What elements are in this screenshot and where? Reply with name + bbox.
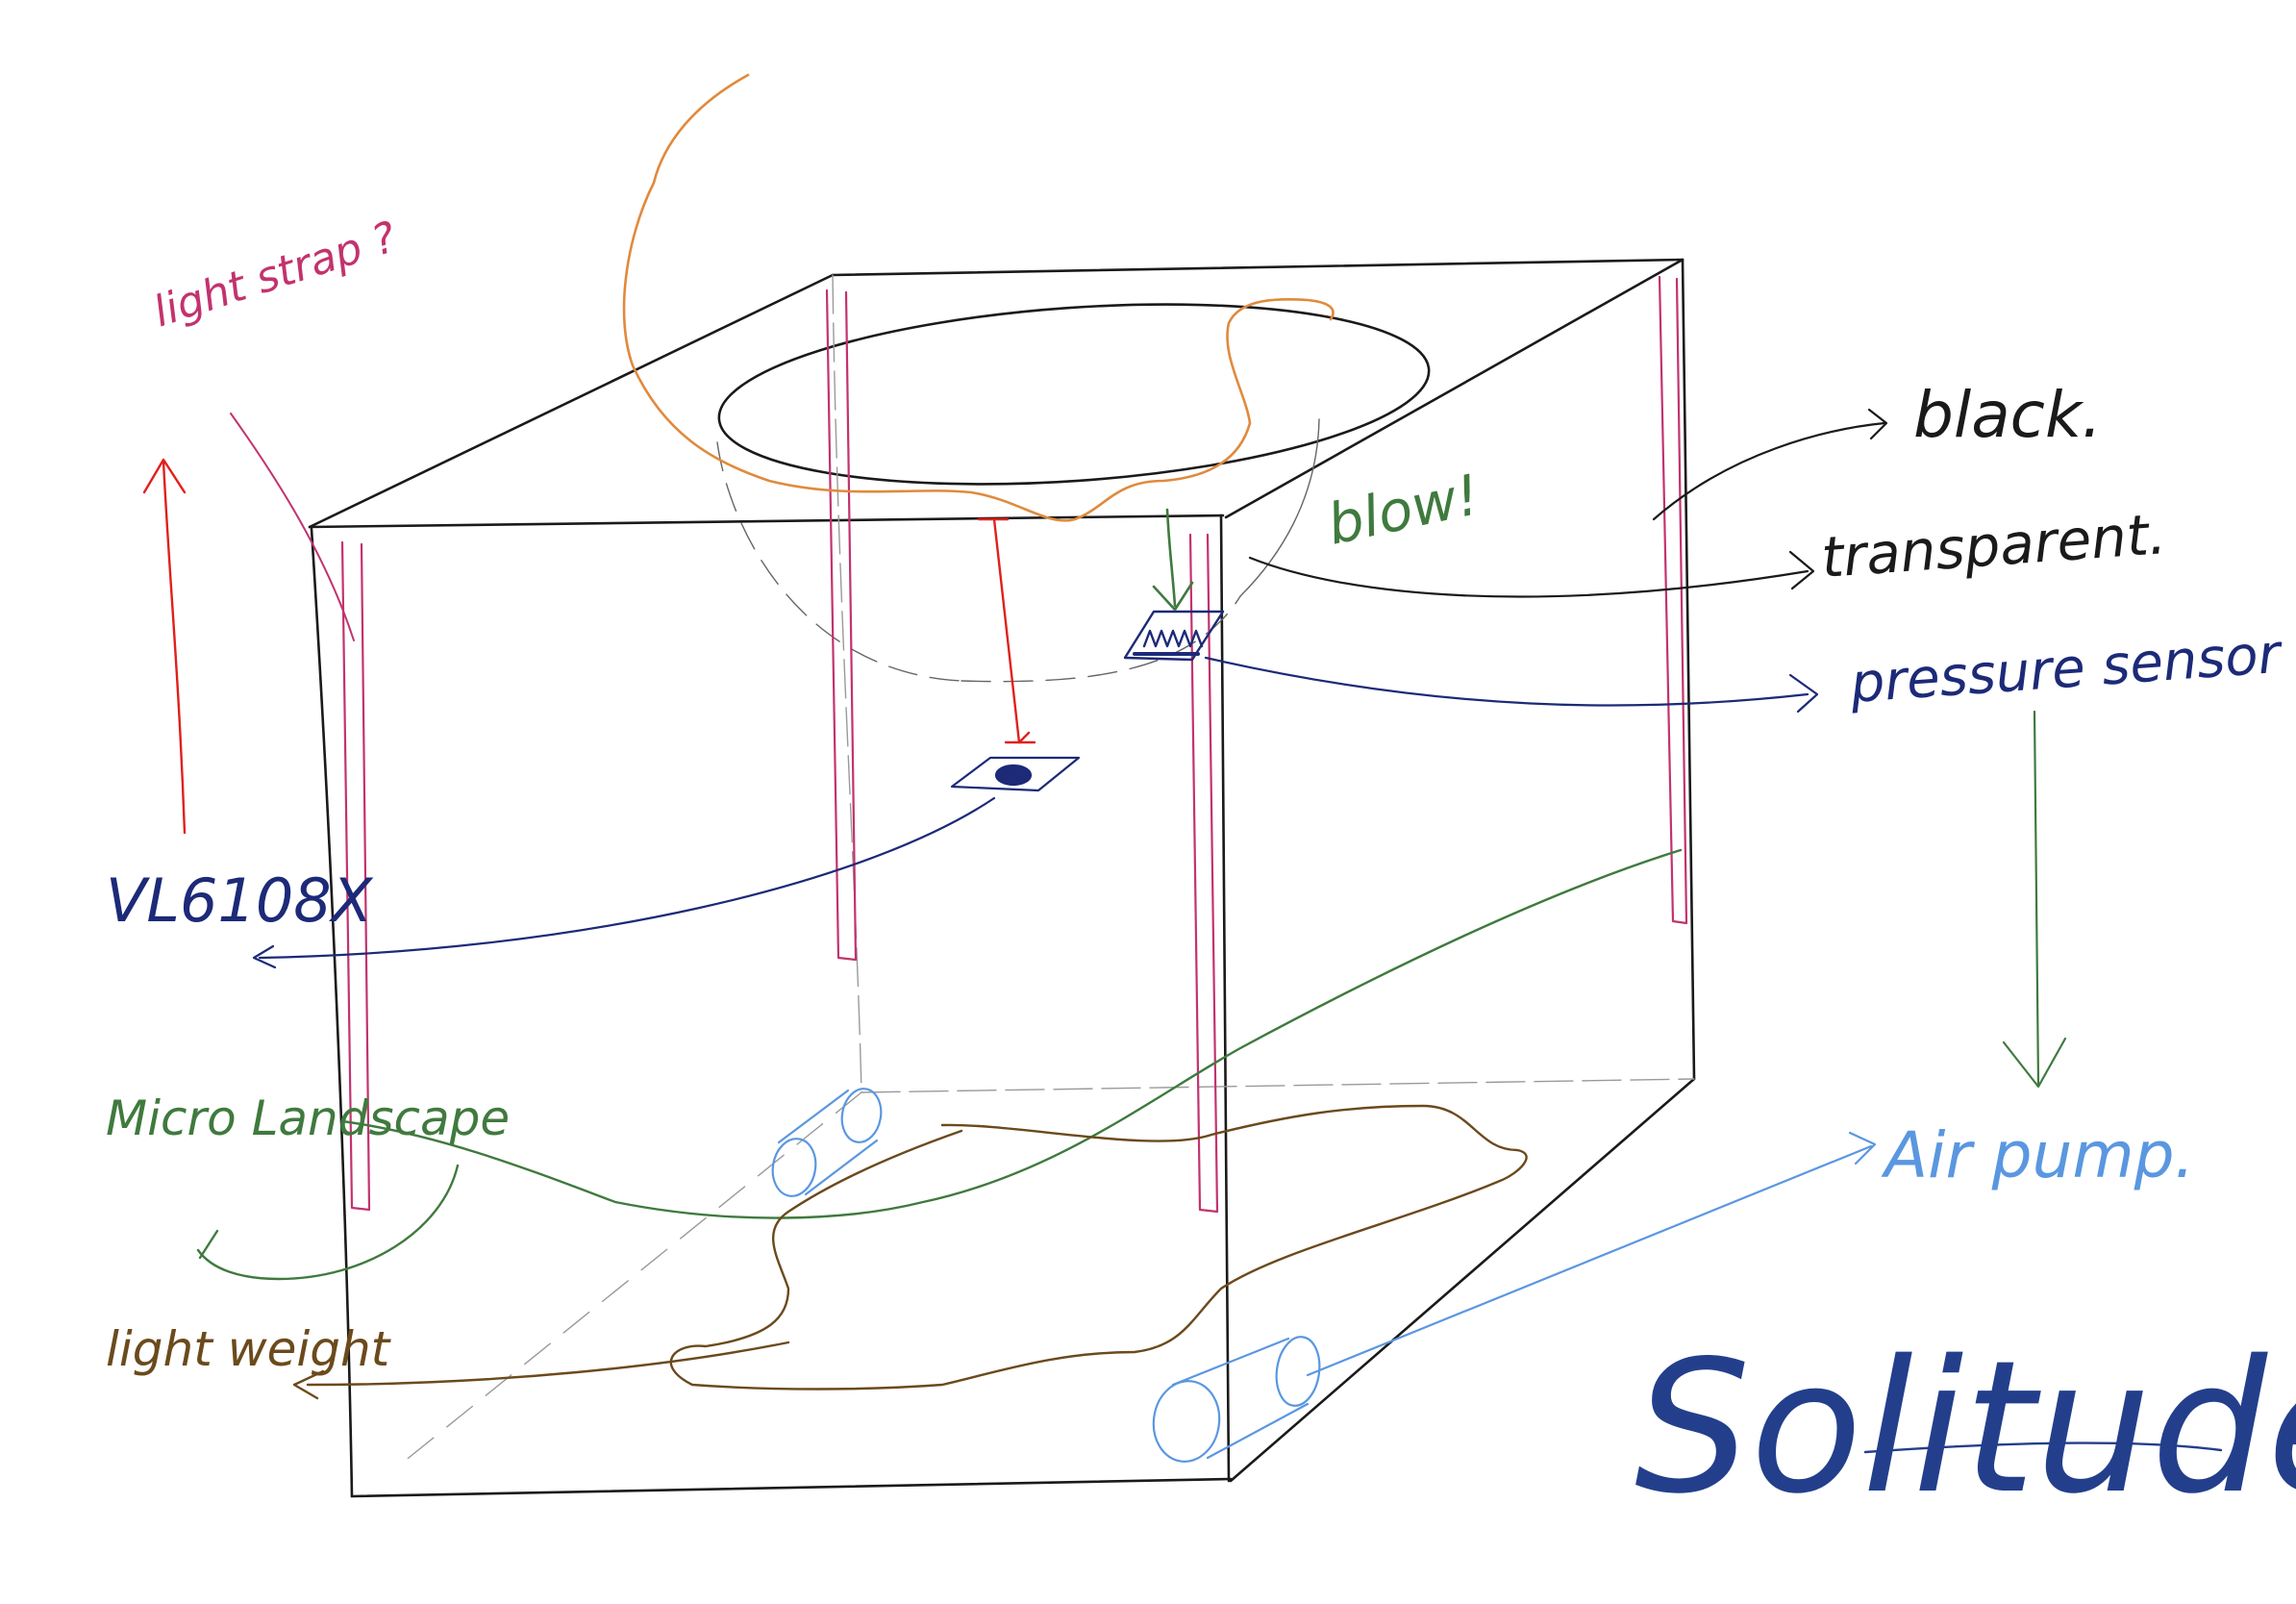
vl6108x-leader xyxy=(252,796,996,969)
cube-outline xyxy=(308,258,1696,1498)
transparent-label: transparent. xyxy=(1819,501,2168,590)
pressure-sensor-leader xyxy=(1204,656,1819,714)
black-leader xyxy=(1652,408,1888,521)
light-strap-label: light strap ? xyxy=(148,213,403,337)
pressure-sensor-chip xyxy=(1123,610,1225,662)
orange-sketch-loop xyxy=(622,73,1335,522)
light-straps xyxy=(230,275,1688,1214)
pressure-sensor-label: pressure sensor xyxy=(1847,623,2284,715)
air-pump-front xyxy=(1152,1131,1877,1463)
distance-beam xyxy=(977,517,1036,744)
sensor-to-pump-arrow xyxy=(2002,710,2067,1089)
transparent-leader xyxy=(1248,550,1815,598)
solitude-underline-stroke xyxy=(1863,1441,2223,1454)
air-pump-label: Air pump. xyxy=(1881,1118,2195,1192)
black-label: black. xyxy=(1913,378,2102,452)
micro-landscape-label: Micro Landscape xyxy=(106,1090,510,1146)
cube-hidden-edges xyxy=(403,274,1695,1463)
blow-label: blow! xyxy=(1322,462,1485,558)
vl6108x-label: VL6108X xyxy=(106,865,374,936)
solitude-title: Solitude xyxy=(1635,1321,2296,1534)
red-up-arrow xyxy=(142,458,187,835)
micro-landscape-line xyxy=(196,848,1683,1281)
air-pump-back xyxy=(771,1088,883,1197)
blow-arrow xyxy=(1152,508,1194,612)
light-weight-label: light weight xyxy=(106,1321,392,1377)
vl6108x-sensor-chip xyxy=(950,756,1081,792)
light-weight-terrain xyxy=(292,1104,1528,1400)
label-light-strap: light strap ? xyxy=(148,213,403,337)
